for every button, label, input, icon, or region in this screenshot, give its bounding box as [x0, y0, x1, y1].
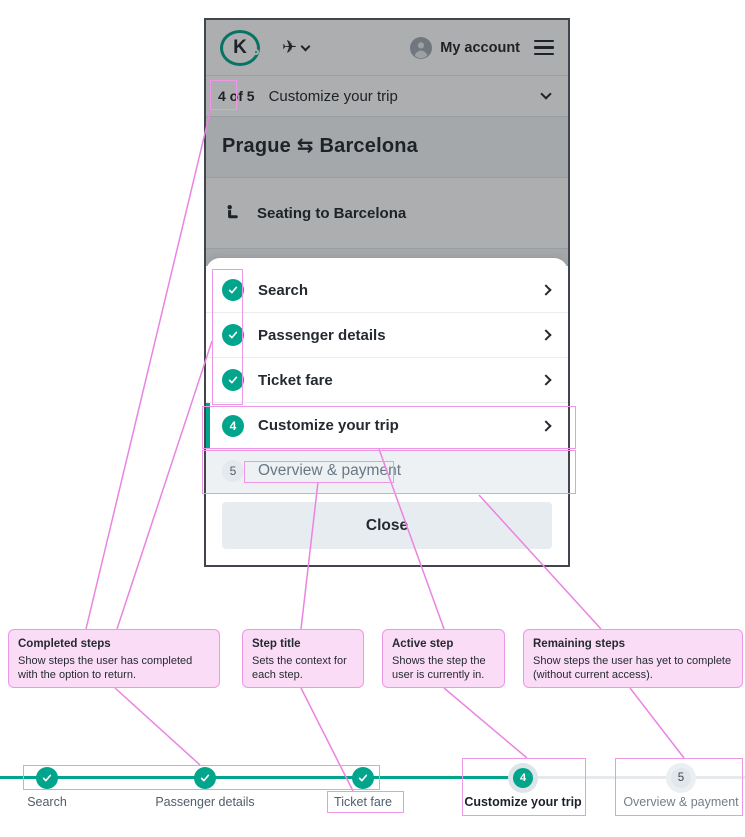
airplane-icon: ✈ — [282, 37, 298, 58]
close-button[interactable]: Close — [222, 502, 552, 549]
stepper-label-customize-your-trip: Customize your trip — [464, 795, 582, 809]
step-row-customize-your-trip[interactable]: 4 Customize your trip — [206, 403, 568, 448]
seating-card[interactable]: Seating to Barcelona — [206, 177, 568, 249]
annotation-title: Remaining steps — [533, 638, 626, 650]
stepper-label-ticket-fare: Ticket fare — [334, 795, 392, 809]
annotation-card-step-title: Step title Sets the context for each ste… — [242, 629, 364, 688]
kiwi-logo[interactable]: K — [220, 29, 260, 66]
kiwi-logo-letter: K — [233, 36, 247, 58]
stepper-dot-overview-payment: 5 — [666, 763, 696, 793]
check-circle-icon — [222, 324, 244, 346]
dim-overlay — [206, 20, 568, 266]
step-row-label: Overview & payment — [258, 461, 401, 479]
check-circle-icon — [222, 279, 244, 301]
annotation-title: Active step — [392, 638, 454, 650]
stepper-track-remaining — [523, 776, 745, 779]
page-background: Prague ⇆ Barcelona Seating to Barcelona — [206, 116, 568, 266]
chevron-right-icon — [540, 374, 552, 386]
active-step-number: 4 — [513, 768, 533, 788]
chevron-right-icon — [540, 284, 552, 296]
step-row-ticket-fare[interactable]: Ticket fare — [206, 358, 568, 403]
my-account-button[interactable]: My account — [410, 36, 520, 59]
future-step-number-badge: 5 — [222, 459, 244, 482]
step-row-label: Passenger details — [258, 326, 386, 344]
avatar-icon — [410, 36, 433, 59]
annotation-body: Shows the step the user is currently in. — [392, 654, 486, 682]
step-row-overview-payment: 5 Overview & payment — [206, 448, 568, 493]
stepper-label-passenger-details: Passenger details — [155, 795, 255, 809]
step-row-label: Ticket fare — [258, 371, 333, 389]
stepper-dot-ticket-fare[interactable] — [352, 767, 374, 789]
stepper-dot-search[interactable] — [36, 767, 58, 789]
annotation-card-active-step: Active step Shows the step the user is c… — [382, 629, 505, 688]
active-step-number-badge: 4 — [222, 414, 244, 437]
step-row-label: Search — [258, 281, 309, 299]
annotation-body: Show steps the user has completed with t… — [18, 654, 193, 682]
my-account-label: My account — [440, 39, 520, 56]
chevron-right-icon — [540, 419, 552, 432]
trip-route-title: Prague ⇆ Barcelona — [222, 135, 418, 157]
kiwi-logo-dot-icon — [253, 49, 259, 55]
check-icon — [200, 774, 210, 782]
stepper-dot-customize-your-trip[interactable]: 4 — [508, 763, 538, 793]
stepper-dot-passenger-details[interactable] — [194, 767, 216, 789]
hamburger-menu-icon[interactable] — [534, 39, 554, 56]
app-header: K ✈ My account — [206, 20, 568, 76]
annotation-card-completed-steps: Completed steps Show steps the user has … — [8, 629, 220, 688]
annotation-body: Show steps the user has yet to complete … — [533, 654, 732, 682]
step-row-search[interactable]: Search — [206, 268, 568, 313]
annotation-title: Step title — [252, 638, 301, 650]
seat-icon — [227, 204, 238, 218]
annotation-card-remaining-steps: Remaining steps Show steps the user has … — [523, 629, 743, 688]
check-icon — [42, 774, 52, 782]
stepper-track-completed — [0, 776, 523, 779]
phone-mockup: K ✈ My account — [204, 18, 570, 567]
chevron-right-icon — [540, 329, 552, 341]
step-row-label: Customize your trip — [258, 417, 399, 434]
stepper-label-overview-payment: Overview & payment — [623, 795, 739, 809]
future-step-number: 5 — [671, 768, 691, 788]
steps-bottom-sheet: Search Passenger details — [206, 258, 568, 565]
check-icon — [358, 774, 368, 782]
seating-card-label: Seating to Barcelona — [257, 204, 407, 222]
annotation-body: Sets the context for each step. — [252, 654, 347, 682]
step-indicator-bar[interactable]: 4 of 5 Customize your trip — [206, 76, 568, 116]
step-row-passenger-details[interactable]: Passenger details — [206, 313, 568, 358]
stepper-label-search: Search — [27, 795, 67, 809]
transport-mode-selector[interactable]: ✈ — [282, 37, 311, 58]
step-indicator-title: Customize your trip — [268, 87, 398, 105]
check-circle-icon — [222, 369, 244, 391]
annotation-title: Completed steps — [18, 638, 111, 650]
